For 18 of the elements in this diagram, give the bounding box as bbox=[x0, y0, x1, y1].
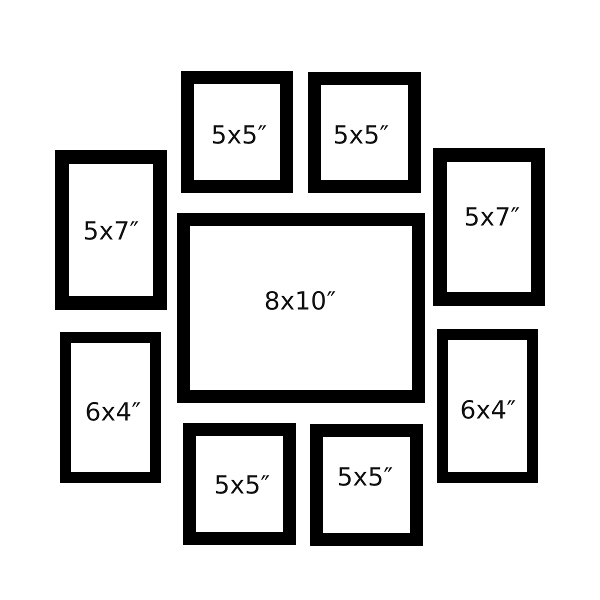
size-label: 8x10″ bbox=[264, 288, 336, 314]
size-label: 5x7″ bbox=[464, 204, 520, 230]
size-label: 6x4″ bbox=[85, 400, 141, 424]
picture-frame bbox=[60, 332, 161, 483]
picture-frame bbox=[183, 423, 296, 545]
picture-frame bbox=[177, 213, 425, 403]
picture-frame bbox=[433, 148, 545, 306]
size-label: 5x5″ bbox=[333, 122, 389, 148]
size-label: 5x5″ bbox=[211, 122, 267, 148]
size-label: 6x4″ bbox=[460, 398, 516, 422]
picture-frame bbox=[55, 150, 167, 310]
picture-frame bbox=[310, 424, 423, 546]
picture-frame bbox=[437, 329, 538, 483]
size-label: 5x5″ bbox=[214, 472, 270, 498]
size-label: 5x5″ bbox=[337, 464, 393, 490]
size-label: 5x7″ bbox=[83, 218, 139, 244]
picture-frame bbox=[181, 71, 293, 193]
picture-frame bbox=[308, 72, 421, 193]
